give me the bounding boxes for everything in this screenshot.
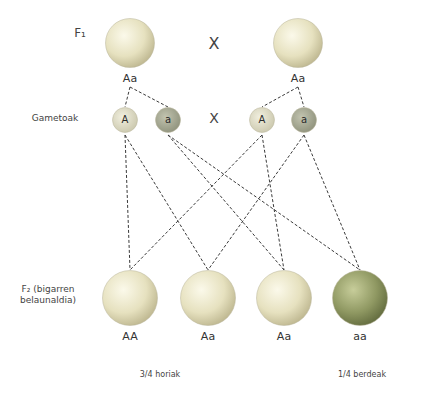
seed-sphere (105, 18, 155, 68)
seed-sphere (102, 270, 158, 326)
pea-seed: Aa (256, 270, 312, 343)
gamete-circle: a (291, 107, 317, 133)
inheritance-line (130, 135, 262, 270)
inheritance-line (262, 87, 298, 107)
genotype-label: Aa (123, 72, 137, 85)
genotype-label: Aa (201, 330, 215, 343)
gamete-circle: A (112, 107, 138, 133)
seed-sphere (180, 270, 236, 326)
genotype-label: AA (122, 330, 137, 343)
allele-letter: A (259, 107, 266, 133)
row-label: Gametoak (32, 113, 79, 123)
pea-seed: AA (102, 270, 158, 343)
pea-seed: aa (332, 270, 388, 343)
ratio-note: 3/4 horiak (140, 370, 180, 379)
genotype-label: aa (353, 330, 366, 343)
inheritance-line (168, 135, 284, 270)
inheritance-line (304, 135, 360, 270)
inheritance-line (125, 135, 208, 270)
inheritance-line (168, 135, 360, 270)
allele-letter: a (165, 107, 171, 133)
seed-sphere (256, 270, 312, 326)
genotype-label: Aa (291, 72, 305, 85)
cross-symbol: X (209, 34, 220, 53)
cross-symbol: X (209, 110, 219, 126)
pea-seed: Aa (180, 270, 236, 343)
inheritance-line (208, 135, 304, 270)
inheritance-line (130, 87, 168, 107)
generation-label: F₂ (bigarren belaunaldia) (5, 284, 91, 306)
allele-letter: A (122, 107, 129, 133)
pea-seed: Aa (273, 18, 323, 85)
seed-sphere (332, 270, 388, 326)
allele-letter: a (301, 107, 307, 133)
generation-label: F₁ (74, 26, 86, 40)
inheritance-line (125, 135, 130, 270)
inheritance-line (125, 87, 130, 107)
inheritance-line (298, 87, 304, 107)
genotype-label: Aa (277, 330, 291, 343)
pea-seed: Aa (105, 18, 155, 85)
gamete-circle: A (249, 107, 275, 133)
inheritance-line (262, 135, 284, 270)
seed-sphere (273, 18, 323, 68)
ratio-note: 1/4 berdeak (338, 370, 386, 379)
gamete-circle: a (155, 107, 181, 133)
